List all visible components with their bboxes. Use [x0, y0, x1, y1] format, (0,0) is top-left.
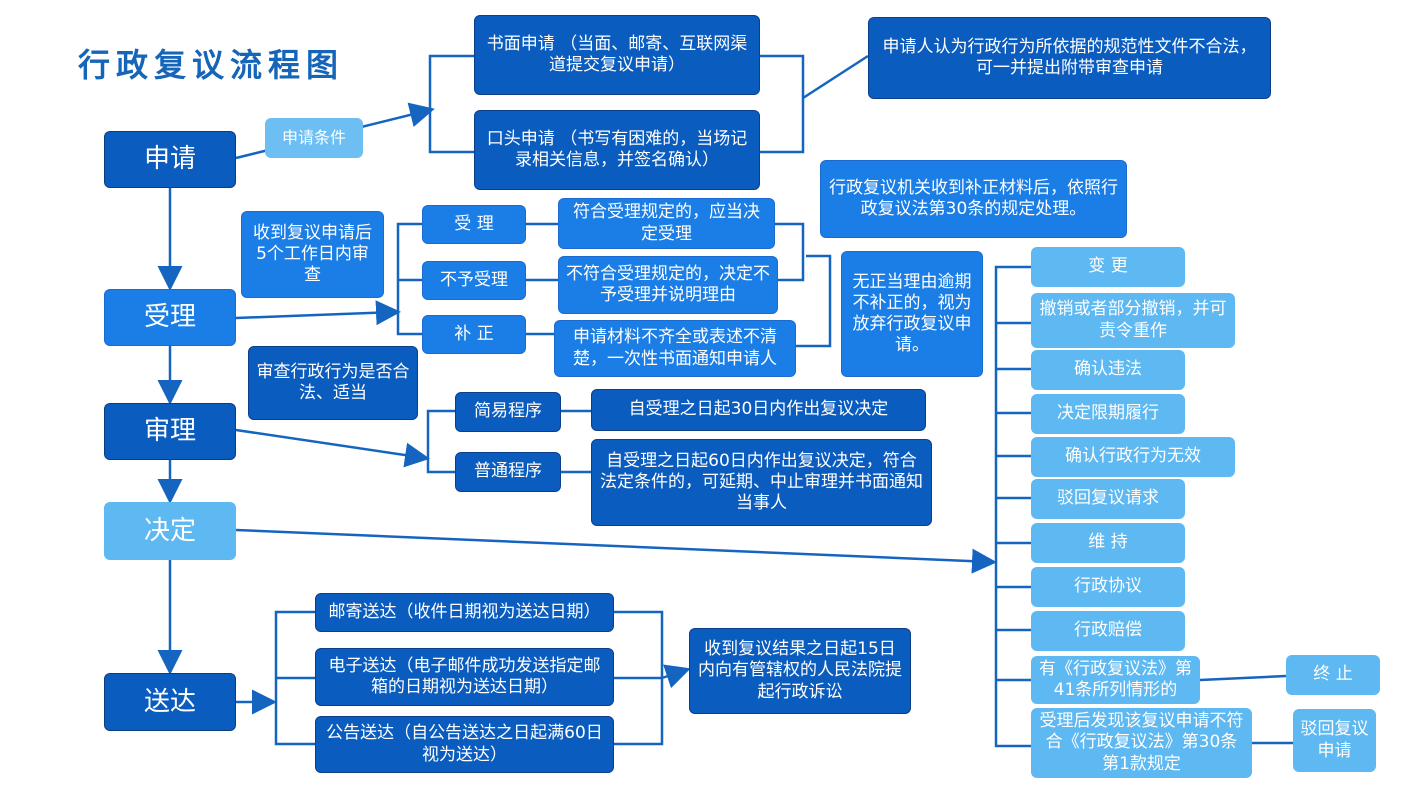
accept-desc: 符合受理规定的，应当决定受理 [558, 198, 775, 249]
after-correction-note: 行政复议机关收到补正材料后，依照行政复议法第30条的规定处理。 [820, 160, 1127, 238]
decision-item: 决定限期履行 [1031, 394, 1185, 434]
normal-procedure-desc: 自受理之日起60日内作出复议决定，符合法定条件的，可延期、中止审理并书面通知当事… [591, 439, 932, 526]
normative-document-note: 申请人认为行政行为所依据的规范性文件不合法，可一并提出附带审查申请 [868, 17, 1271, 99]
decision-item: 受理后发现该复议申请不符合《行政复议法》第30条第1款规定 [1031, 708, 1252, 778]
decision-item: 变 更 [1031, 247, 1185, 287]
normal-procedure-label: 普通程序 [455, 452, 561, 492]
electronic-delivery: 电子送达（电子邮件成功发送指定邮箱的日期视为送达日期） [315, 648, 614, 706]
decision-item: 行政赔偿 [1031, 611, 1185, 651]
accept-label: 受 理 [422, 205, 526, 244]
decision-item: 维 持 [1031, 523, 1185, 563]
abandon-note: 无正当理由逾期不补正的，视为放弃行政复议申请。 [841, 251, 983, 377]
announcement-delivery: 公告送达（自公告送达之日起满60日视为送达） [315, 716, 614, 773]
written-application-box: 书面申请 （当面、邮寄、互联网渠道提交复议申请） [474, 15, 760, 95]
decision-item: 驳回复议请求 [1031, 479, 1185, 519]
decision-item: 确认行政行为无效 [1031, 437, 1235, 477]
page-title: 行政复议流程图 [78, 46, 345, 84]
review-note: 审查行政行为是否合法、适当 [248, 346, 418, 420]
decision-item: 有《行政复议法》第41条所列情形的 [1031, 656, 1200, 704]
correct-label: 补 正 [422, 315, 526, 354]
lawsuit-note: 收到复议结果之日起15日内向有管辖权的人民法院提起行政诉讼 [689, 628, 911, 714]
accept-review-note: 收到复议申请后5个工作日内审查 [241, 211, 384, 298]
simple-procedure-desc: 自受理之日起30日内作出复议决定 [591, 389, 926, 431]
stage-review: 审理 [104, 403, 236, 460]
simple-procedure-label: 简易程序 [455, 392, 561, 432]
stage-deliver: 送达 [104, 673, 236, 731]
stage-accept: 受理 [104, 289, 236, 346]
correct-desc: 申请材料不齐全或表述不清楚，一次性书面通知申请人 [554, 320, 796, 377]
stage-apply: 申请 [104, 131, 236, 188]
reject-desc: 不符合受理规定的，决定不予受理并说明理由 [558, 256, 778, 314]
oral-application-box: 口头申请 （书写有困难的，当场记录相关信息，并签名确认） [474, 110, 760, 190]
stage-decide: 决定 [104, 502, 236, 560]
decision-item: 确认违法 [1031, 350, 1185, 390]
decision-item: 行政协议 [1031, 567, 1185, 607]
decision-item: 撤销或者部分撤销，并可责令重作 [1031, 293, 1235, 348]
terminate-result: 终 止 [1286, 655, 1380, 695]
mail-delivery: 邮寄送达（收件日期视为送达日期） [315, 593, 614, 632]
reject-application-result: 驳回复议申请 [1293, 709, 1376, 772]
reject-label: 不予受理 [422, 261, 526, 300]
apply-condition-label: 申请条件 [265, 118, 363, 158]
